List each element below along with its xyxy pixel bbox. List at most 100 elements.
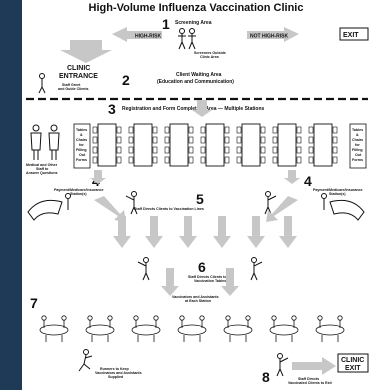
chair [188,146,194,154]
chair [272,126,278,134]
chair [152,146,158,154]
line-arrow [179,216,197,248]
chair [236,136,242,144]
not-high-risk-arrow [247,27,299,42]
screener-figures [178,28,196,50]
section-number-2: 2 [122,72,130,88]
chair [308,156,314,164]
section-number-7: 7 [30,295,38,311]
vaccinators-label-2: at Each Station [185,299,211,303]
greeter-figure [38,73,46,94]
vaccinator-head [179,315,185,321]
registration-tables [92,123,338,167]
chair [332,136,338,144]
payment-desk-right [321,193,365,221]
chair [236,156,242,164]
diagram-canvas: High-Volume Influenza Vaccination Clinic… [26,2,369,385]
screeners-caption-1: Screeners Outside [194,51,226,55]
table-note-right-1: Tables [352,128,363,132]
registration-table [241,123,261,167]
table-note-right-4: for [355,143,360,147]
chair [260,126,266,134]
table-director-figure-left [137,257,150,281]
section-number-6: 6 [198,259,206,275]
chair [236,126,242,134]
section-number-8: 8 [262,369,270,385]
section-label-6-line1: Staff Directs Clients to [188,275,227,279]
table-note-right-5: Filling [352,148,363,152]
table-note-right-7: Forms [352,158,363,162]
diagram-title: High-Volume Influenza Vaccination Clinic [89,2,304,14]
high-risk-arrow [112,27,162,42]
chair [296,136,302,144]
vaccinator-head [317,315,323,321]
table-arrow [161,268,179,296]
not-high-risk-label: NOT HIGH-RISK [250,34,288,40]
station-table [223,324,253,336]
chair [128,126,134,134]
chair [296,126,302,134]
table-note-left-6: Out [79,153,86,157]
chair [128,156,134,164]
staff-note-2: Staff to [36,167,49,171]
entrance-caption-1: Staff Greet [62,83,81,87]
medical-staff-figures [30,124,60,160]
client-head [199,315,205,321]
section-number-5: 5 [196,191,204,207]
chair [152,126,158,134]
registration-table [205,123,225,167]
chair [92,156,98,164]
line-arrow [279,216,297,248]
table-note-right-box [349,123,367,169]
chair [272,136,278,144]
chair [188,126,194,134]
registration-table [133,123,153,167]
client-head [245,315,251,321]
client-head [337,315,343,321]
client-head [153,315,159,321]
vaccinator-head [225,315,231,321]
chair [272,146,278,154]
runners-label-3: Supplied [108,375,123,379]
payment-desk-left [27,193,71,221]
registration-in-arrow [192,100,212,117]
table-note-left-4: for [79,143,84,147]
left-border [0,0,22,390]
vaccinator-head [133,315,139,321]
station-table [85,324,115,336]
waiting-label-1: Client Waiting Area [176,72,222,78]
section-label-3: Registration and Form Completion Area — … [122,106,265,112]
chair [308,136,314,144]
runner-figure [78,349,93,372]
chair [92,126,98,134]
vaccination-stations [39,315,345,342]
registration-table [277,123,297,167]
client-head [291,315,297,321]
client-head [61,315,67,321]
chair [296,156,302,164]
chair [164,126,170,134]
registration-table [97,123,117,167]
chair [152,136,158,144]
table-note-left-3: Chairs [76,138,87,142]
chair [116,126,122,134]
vaccination-line-arrows [113,216,297,248]
table-note-right-6: Out [355,153,362,157]
line-arrow [247,216,265,248]
table-note-left-2: & [80,133,83,137]
section-label-6-line2: Vaccination Tables [194,279,226,283]
section-number-1: 1 [162,16,170,32]
chair [224,136,230,144]
chair [332,146,338,154]
high-risk-label: HIGH-RISK [135,34,162,40]
chair [116,146,122,154]
chair [188,136,194,144]
client-head [107,315,113,321]
chair [188,156,194,164]
chair [116,136,122,144]
payment-left-out-arrow [94,196,126,222]
registration-table [313,123,333,167]
payment-left-label-1: Payment/Medicare/Insurance [54,188,104,192]
payment-right-label-2: Station(s) [329,192,346,196]
staff-note-3: Answer Questions [26,171,58,175]
